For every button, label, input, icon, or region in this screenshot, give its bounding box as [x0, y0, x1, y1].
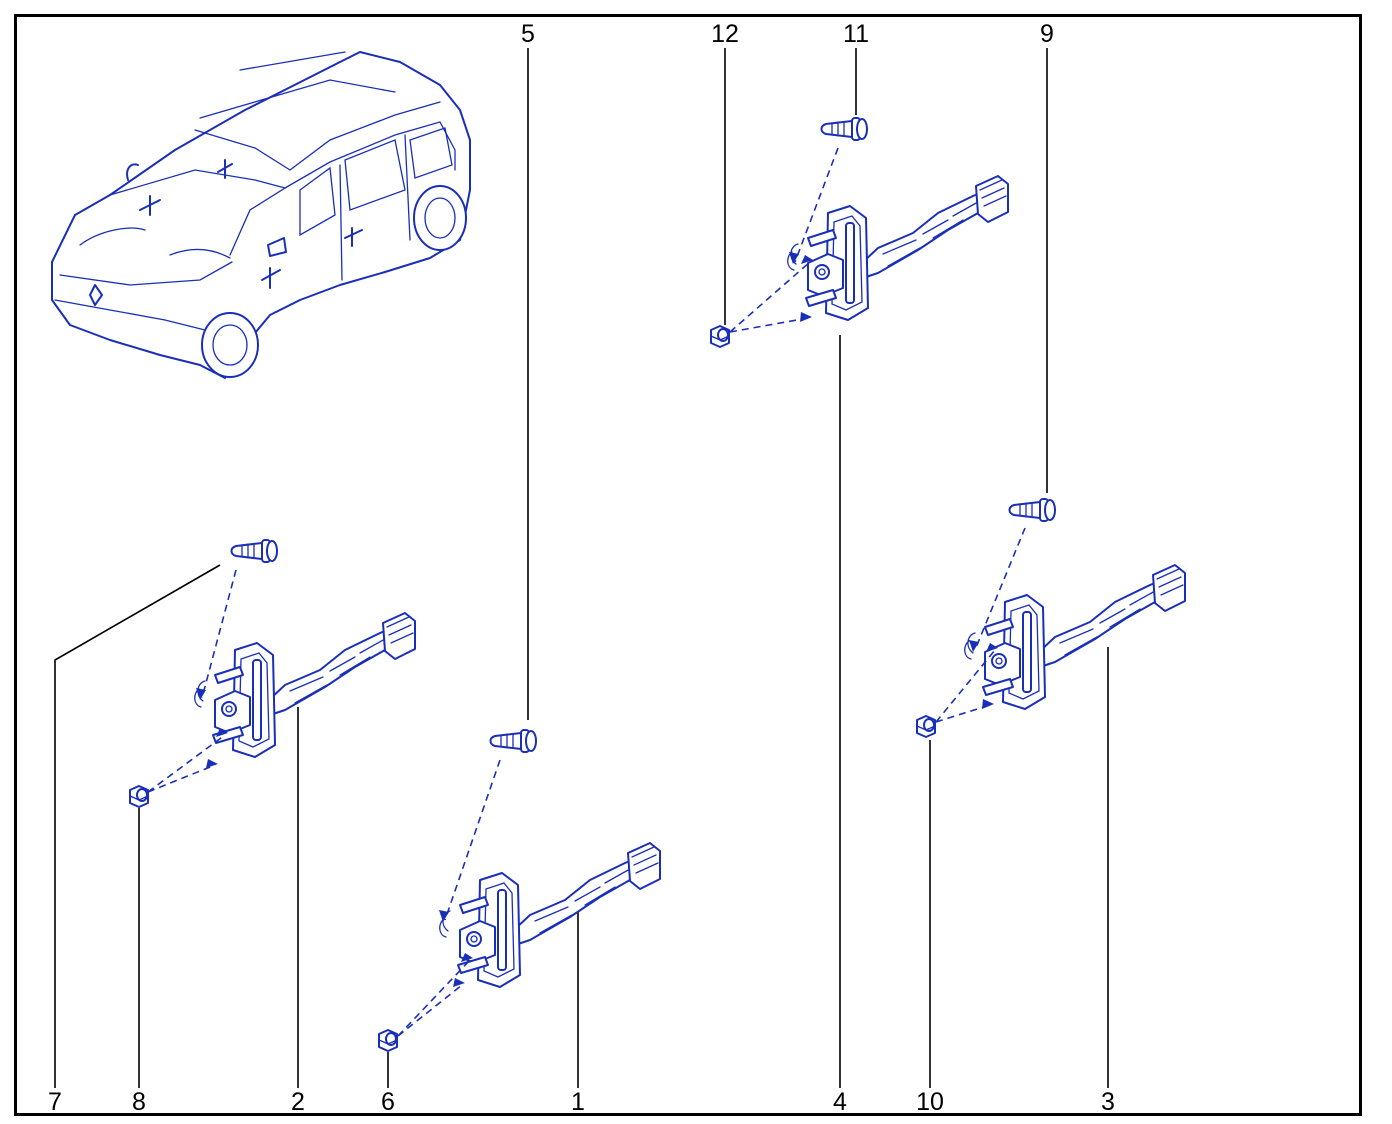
vehicle-overview — [51, 51, 471, 379]
leader-lines — [54, 48, 1109, 1088]
callout-9: 9 — [1040, 20, 1054, 48]
door-check-strap-icon — [438, 842, 661, 988]
callout-1: 1 — [571, 1088, 585, 1116]
callout-12: 12 — [711, 20, 739, 48]
nut-icon — [378, 1029, 398, 1052]
part-group-left — [129, 539, 416, 808]
nut-icon — [916, 715, 936, 738]
callout-6: 6 — [381, 1088, 395, 1116]
callout-8: 8 — [132, 1088, 146, 1116]
callout-3: 3 — [1101, 1088, 1115, 1116]
part-group-top — [710, 117, 1009, 348]
part-group-center — [378, 729, 661, 1052]
bolt-icon — [230, 539, 278, 563]
part-group-right — [916, 498, 1186, 738]
nut-icon — [710, 325, 730, 348]
callout-5: 5 — [521, 20, 535, 48]
callout-7: 7 — [48, 1088, 62, 1116]
bolt-icon — [489, 729, 537, 753]
bolt-icon — [1008, 498, 1056, 522]
callout-10: 10 — [916, 1088, 944, 1116]
nut-icon — [129, 785, 149, 808]
door-check-strap-icon — [963, 564, 1186, 710]
door-check-strap-icon — [193, 612, 416, 758]
bolt-icon — [820, 117, 868, 141]
callout-4: 4 — [833, 1088, 847, 1116]
callout-2: 2 — [291, 1088, 305, 1116]
door-check-strap-icon — [786, 175, 1009, 321]
callout-11: 11 — [843, 20, 869, 48]
suv-vehicle-icon — [51, 51, 471, 379]
